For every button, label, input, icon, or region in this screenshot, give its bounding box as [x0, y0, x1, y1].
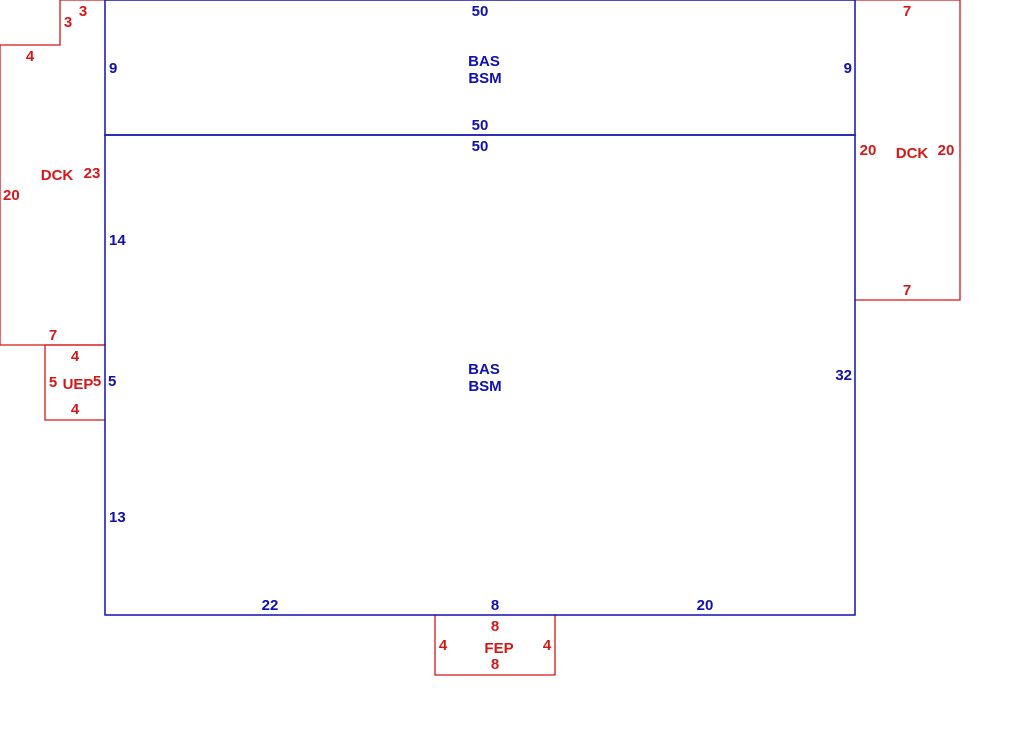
main-area-left-upper-dim: 14	[109, 232, 126, 249]
deck-right-left-dim: 20	[860, 142, 877, 159]
deck-left-step-b-dim: 3	[64, 14, 72, 31]
basement-strip-left-dim: 9	[109, 60, 117, 77]
deck-left-left-dim: 20	[3, 187, 20, 204]
main-area-bottom-middle-dim: 8	[491, 597, 499, 614]
deck-right-bottom-dim: 7	[903, 282, 911, 299]
fep-top-dim: 8	[491, 618, 499, 635]
deck-right-top-dim: 7	[903, 3, 911, 20]
basement-strip-top-dim: 50	[472, 3, 489, 20]
fep-right-dim: 4	[543, 637, 552, 654]
main-area-outline	[104, 134, 856, 616]
main-area-top-dim: 50	[472, 138, 489, 155]
basement-strip-bottom-dim: 50	[472, 117, 489, 134]
deck-left-step-a-dim: 3	[79, 3, 87, 20]
deck-left-outline	[0, 0, 105, 346]
main-area-left-middle-dim: 5	[108, 373, 116, 390]
uep-label: UEP	[63, 376, 94, 393]
uep-outline	[44, 344, 105, 421]
fep-bottom-dim: 8	[491, 656, 499, 673]
main-area-right-dim: 32	[835, 367, 852, 384]
main-area-bottom-left-dim: 22	[262, 597, 279, 614]
deck-left-step-c-dim: 4	[26, 48, 35, 65]
deck-left-label: DCK	[41, 167, 74, 184]
uep-bottom-dim: 4	[71, 401, 80, 418]
uep-left-dim: 5	[49, 374, 57, 391]
basement-strip-label-line1: BAS	[468, 53, 500, 70]
main-area-label-line1: BAS	[468, 361, 500, 378]
basement-strip-right-dim: 9	[844, 60, 852, 77]
fep-label: FEP	[484, 640, 513, 657]
deck-right-right-dim: 20	[938, 142, 955, 159]
main-area-bottom-right-dim: 20	[697, 597, 714, 614]
uep-right-dim: 5	[93, 373, 101, 390]
deck-left-bottom-dim: 7	[49, 327, 57, 344]
deck-right-label: DCK	[896, 145, 929, 162]
fep-outline	[434, 615, 556, 676]
main-area-left-lower-dim: 13	[109, 509, 126, 526]
fep-left-dim: 4	[439, 637, 448, 654]
uep-top-dim: 4	[71, 348, 80, 365]
deck-left-right-dim: 23	[84, 165, 101, 182]
main-area-label-line2: BSM	[468, 378, 501, 395]
basement-strip-label-line2: BSM	[468, 70, 501, 87]
deck-right-outline	[855, 0, 961, 301]
